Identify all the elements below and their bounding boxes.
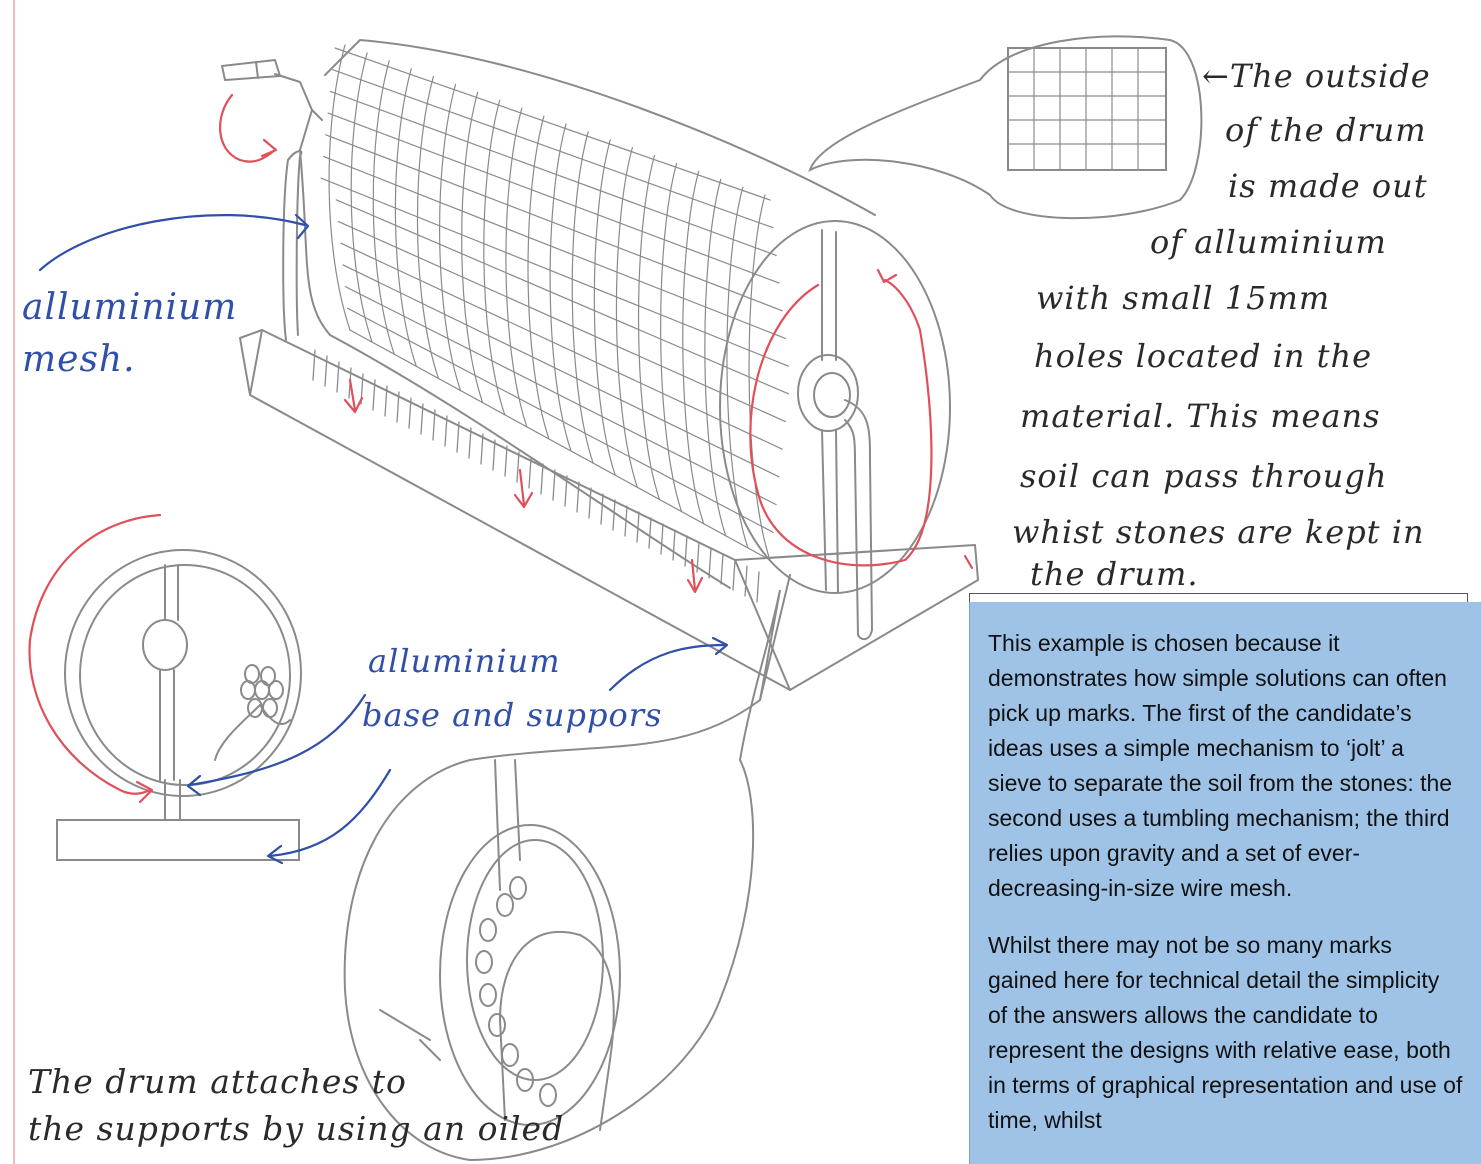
bottom-note-line-1: The drum attaches to bbox=[28, 1065, 564, 1098]
base-hatch-mark bbox=[481, 434, 483, 464]
commentary-paragraph-2: Whilst there may not be so many marks ga… bbox=[988, 928, 1463, 1138]
detail-bubble-mesh bbox=[810, 36, 1201, 218]
base-hatch-mark bbox=[493, 440, 495, 470]
base-hatch-mark bbox=[541, 464, 543, 494]
base-hatch-mark bbox=[613, 500, 615, 530]
drum-grid-line bbox=[338, 222, 785, 422]
mesh-label-line-2: mesh. bbox=[22, 342, 237, 378]
base-hatch-mark bbox=[529, 458, 531, 488]
outside-note-line-6: holes located in the bbox=[1034, 340, 1372, 372]
outside-note-line-3: is made out bbox=[1228, 170, 1428, 202]
bearing-ball bbox=[480, 919, 496, 941]
drum-grid-ring bbox=[395, 69, 416, 367]
stone bbox=[255, 681, 269, 699]
base-hatch-mark bbox=[733, 560, 735, 590]
outside-note-line-10: the drum. bbox=[1030, 558, 1198, 590]
outside-note-line-9: whist stones are kept in bbox=[1012, 516, 1425, 548]
base-hatch-mark bbox=[505, 446, 507, 476]
bearing-ball bbox=[510, 877, 526, 899]
drum-grid-ring bbox=[616, 148, 637, 488]
drum-grid-line bbox=[336, 200, 788, 394]
bearing-ball bbox=[476, 951, 492, 973]
base-hatch-mark bbox=[601, 494, 603, 524]
outside-note-line-2: of the drum bbox=[1225, 114, 1427, 146]
base-hatch-mark bbox=[469, 428, 471, 458]
base-hatch-mark bbox=[745, 566, 747, 596]
drum-grid-ring bbox=[639, 156, 660, 500]
base-label: alluminium base and suppors bbox=[368, 645, 662, 731]
drum-grid-line bbox=[321, 178, 788, 366]
base-hatch-mark bbox=[757, 572, 759, 602]
outside-note-line-7: material. This means bbox=[1020, 400, 1381, 432]
stone bbox=[263, 699, 277, 717]
base-hatch-mark bbox=[661, 524, 663, 554]
stone bbox=[261, 667, 275, 685]
commentary-paragraph-1: This example is chosen because it demons… bbox=[988, 626, 1463, 906]
drum-grid-ring bbox=[417, 77, 438, 379]
mesh-label: alluminium mesh. bbox=[22, 290, 237, 378]
base-hatch-mark bbox=[457, 422, 459, 452]
drum-grid-line bbox=[341, 243, 783, 449]
stone bbox=[245, 665, 259, 683]
drum-grid-ring bbox=[661, 163, 682, 511]
drum-grid-ring bbox=[506, 108, 527, 427]
base-hatch-mark bbox=[577, 482, 579, 512]
side-view-drawing bbox=[57, 550, 301, 860]
base-hatch-mark bbox=[553, 470, 555, 500]
main-drum-drawing bbox=[222, 40, 978, 690]
drum-grid-ring bbox=[462, 92, 483, 402]
bearing-ball bbox=[497, 894, 513, 916]
drum-grid-line bbox=[326, 135, 783, 311]
drum-grid-ring bbox=[528, 116, 549, 439]
drum-grid-line bbox=[345, 287, 776, 505]
base-hatch-mark bbox=[721, 554, 723, 584]
drum-grid-ring bbox=[440, 84, 461, 390]
commentary-box: This example is chosen because it demons… bbox=[969, 602, 1481, 1164]
bearing-ball bbox=[480, 984, 496, 1006]
base-hatch-mark bbox=[649, 518, 651, 548]
outside-note-line-5: with small 15mm bbox=[1036, 282, 1330, 314]
base-hatch-mark bbox=[709, 548, 711, 578]
outside-note-line-4: of alluminium bbox=[1150, 226, 1387, 258]
drum-grid-line bbox=[330, 91, 776, 255]
base-hatch-mark bbox=[589, 488, 591, 518]
bearing-ball bbox=[502, 1044, 518, 1066]
drum-grid-line bbox=[348, 308, 773, 532]
base-label-line-2: base and suppors bbox=[362, 699, 662, 731]
bearing-ball bbox=[489, 1014, 505, 1036]
drum-grid-line bbox=[350, 330, 770, 560]
base-hatch-mark bbox=[517, 452, 519, 482]
base-hatch-mark bbox=[673, 530, 675, 560]
outside-note-line-1: ←The outside bbox=[1202, 60, 1431, 92]
outside-note-line-8: soil can pass through bbox=[1020, 460, 1387, 492]
drum-grid-ring bbox=[484, 100, 505, 414]
mesh-label-line-1: alluminium bbox=[22, 290, 237, 326]
base-label-line-1: alluminium bbox=[368, 645, 662, 677]
bottom-note-line-2: the supports by using an oiled bbox=[28, 1112, 564, 1145]
bottom-note: The drum attaches to the supports by usi… bbox=[28, 1065, 564, 1145]
drum-grid-ring bbox=[683, 171, 704, 523]
